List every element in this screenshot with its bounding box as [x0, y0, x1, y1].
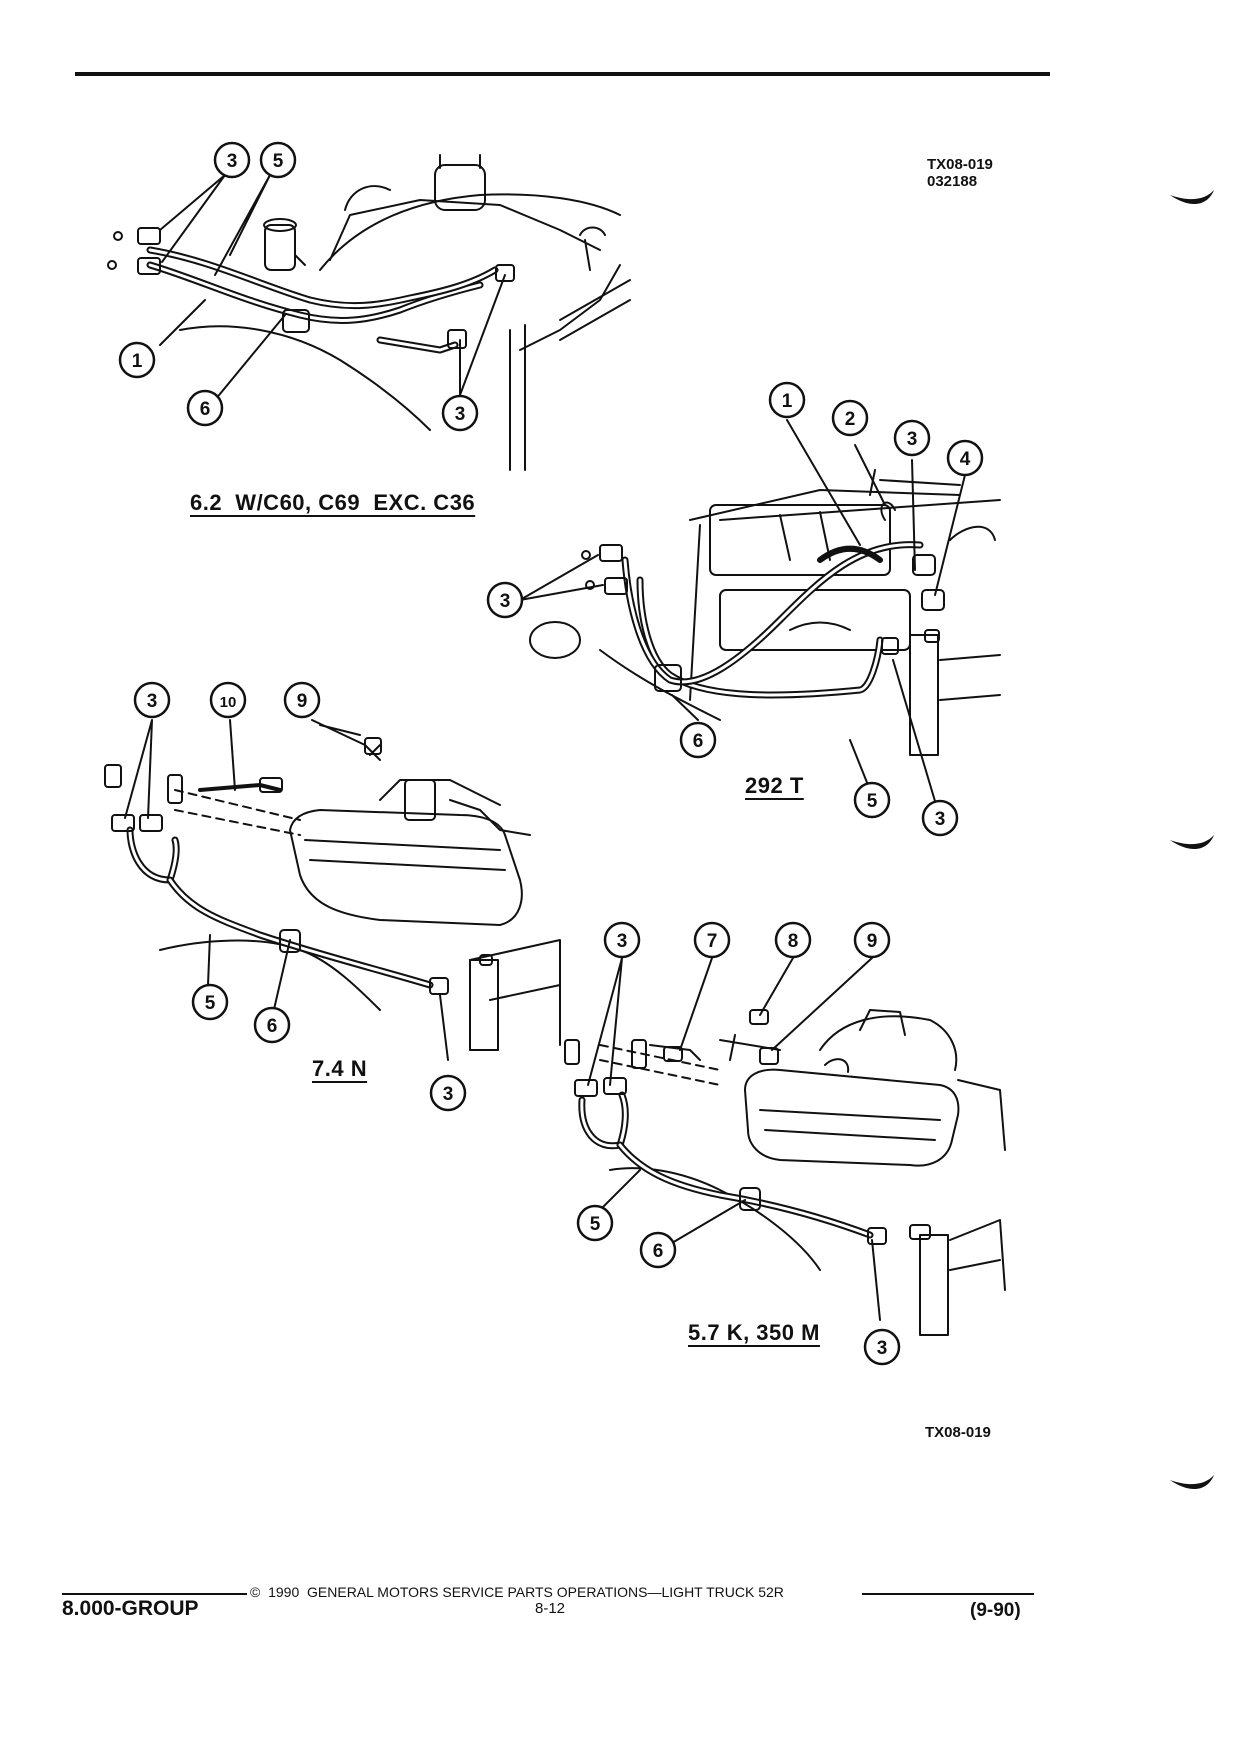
engine-292-drawing — [519, 419, 1001, 819]
callout-engine-292-3: 3 — [907, 429, 918, 450]
callout-engine-57-4: 9 — [867, 931, 878, 952]
callout-engine-74-2: 10 — [220, 694, 237, 711]
callout-engine-57-3: 8 — [788, 931, 799, 952]
figure-code-top: TX08-019 — [927, 156, 993, 173]
callout-engine-62-3: 1 — [132, 351, 143, 372]
engine-57-drawing — [564, 957, 1006, 1336]
figure-code-bottom: TX08-019 — [925, 1424, 991, 1441]
callout-engine-62-1: 3 — [227, 151, 238, 172]
figure-date: 032188 — [927, 173, 978, 190]
callout-engine-57-7: 3 — [877, 1338, 888, 1359]
callout-engine-292-1: 1 — [782, 391, 793, 412]
caption-engine-57: 5.7 K, 350 M — [688, 1320, 820, 1345]
footer-copyright: © 1990 GENERAL MOTORS SERVICE PARTS OPER… — [250, 1584, 784, 1600]
callout-engine-74-6: 3 — [443, 1084, 454, 1105]
footer-rule-left — [62, 1593, 247, 1595]
callout-engine-62-2: 5 — [273, 151, 284, 172]
callout-engine-74-4: 5 — [205, 993, 216, 1014]
top-rule — [75, 72, 1050, 76]
callout-engine-292-5: 3 — [500, 591, 511, 612]
callout-engine-292-4: 4 — [960, 449, 971, 470]
caption-engine-292: 292 T — [745, 773, 804, 798]
callout-engine-57-5: 5 — [590, 1214, 601, 1235]
callout-engine-62-4: 6 — [200, 399, 211, 420]
engine-62-drawing — [107, 154, 631, 471]
caption-engine-74: 7.4 N — [312, 1056, 368, 1081]
callout-engine-292-2: 2 — [845, 409, 856, 430]
callout-engine-57-6: 6 — [653, 1241, 664, 1262]
footer-page-number: 8-12 — [535, 1600, 566, 1617]
callout-engine-57-1: 3 — [617, 931, 628, 952]
callout-engine-74-3: 9 — [297, 691, 308, 712]
callout-engine-57-2: 7 — [707, 931, 718, 952]
footer-group: 8.000-GROUP — [62, 1597, 199, 1620]
callout-engine-74-1: 3 — [147, 691, 158, 712]
callout-engine-292-7: 5 — [867, 791, 878, 812]
callout-engine-292-6: 6 — [693, 731, 704, 752]
engine-74-drawing — [104, 719, 561, 1061]
footer-rule-right — [862, 1593, 1034, 1595]
caption-engine-62: 6.2 W/C60, C69 EXC. C36 — [190, 490, 476, 515]
callout-engine-62-5: 3 — [455, 404, 466, 425]
footer-revision: (9-90) — [970, 1600, 1021, 1621]
callout-engine-292-8: 3 — [935, 809, 946, 830]
callout-engine-74-5: 6 — [267, 1016, 278, 1037]
